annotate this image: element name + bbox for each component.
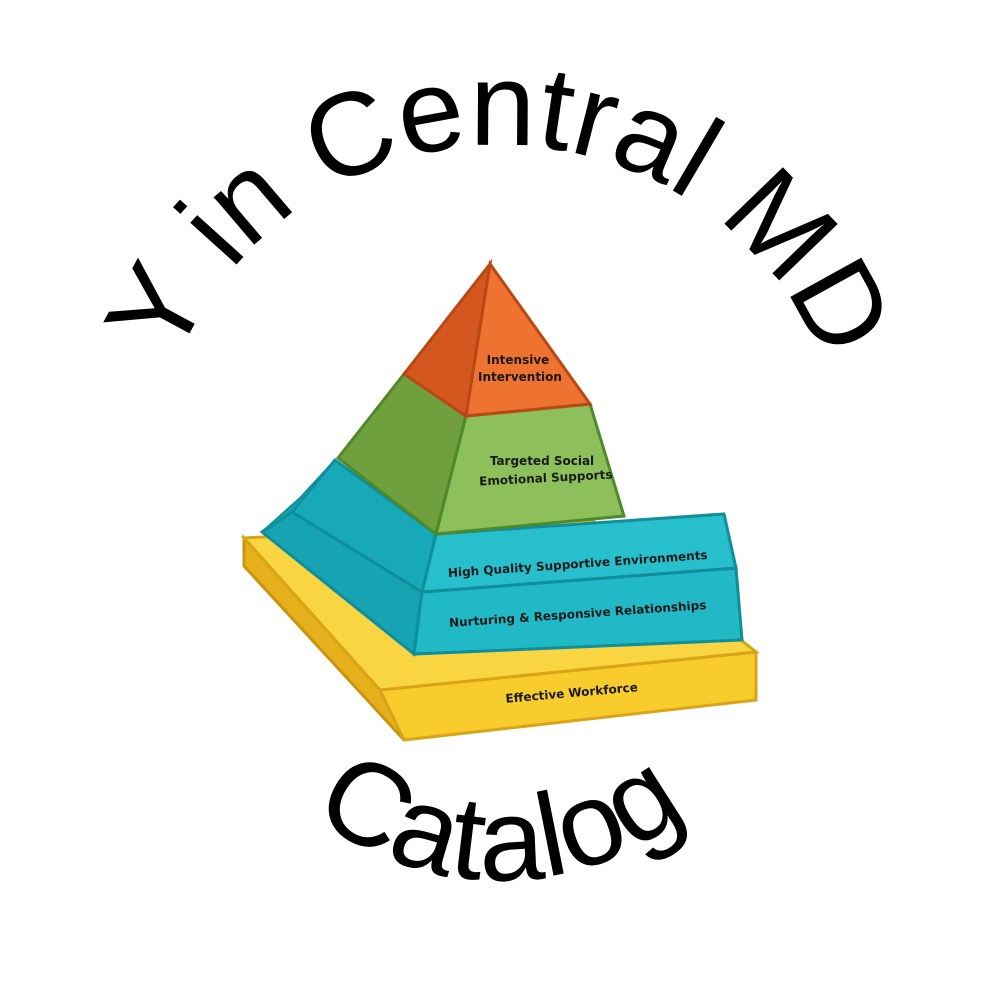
tier-intensive: Intensive Intervention — [401, 258, 593, 419]
label-targeted-line1: Targeted Social — [490, 454, 594, 468]
label-targeted-line2: Emotional Supports — [479, 468, 613, 489]
tier-relationships: Nurturing & Responsive Relationships — [259, 510, 744, 657]
label-intensive-line2: Intervention — [478, 370, 562, 384]
tier-environments: High Quality Supportive Environments — [261, 457, 738, 595]
bottom-arc-title: Catalog — [297, 725, 703, 907]
pyramid-illustration: Effective Workforce Nurturing & Responsi… — [240, 258, 760, 742]
label-intensive-line1: Intensive — [487, 353, 550, 367]
